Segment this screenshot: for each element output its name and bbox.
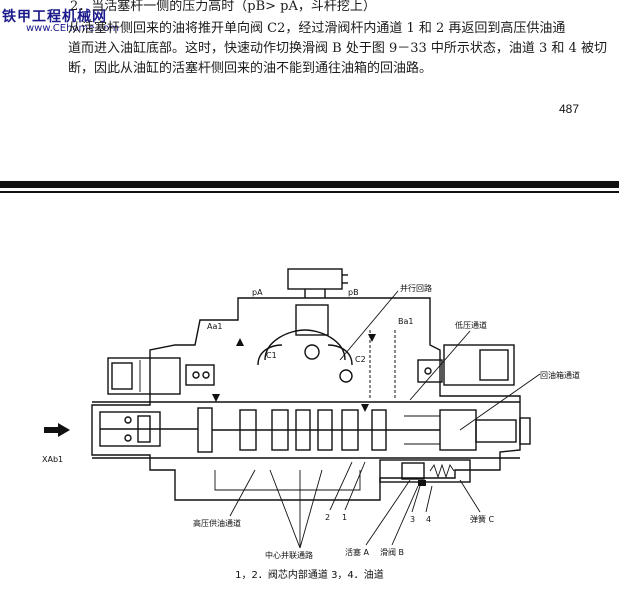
label-return: 回油箱通道 [540, 370, 580, 380]
label-hp-supply: 高压供油通道 [193, 518, 241, 528]
right-end-assembly [404, 409, 531, 451]
label-n3: 3 [410, 515, 415, 524]
paragraph-line-2: 从活塞杆侧回来的油将推开单向阀 C2，经过滑阀杆内通道 1 和 2 再返回到高压… [68, 21, 566, 36]
internal-passages [214, 304, 396, 491]
page-divider-thick [0, 181, 619, 188]
label-spring-c: 弹簧 C [470, 514, 495, 524]
paragraph-line-1: 2．当活塞杆一侧的压力高时（pB> pA，斗杆挖上） [70, 0, 376, 14]
label-piston-a: 活塞 A [345, 547, 370, 557]
left-end-piston [99, 411, 198, 447]
left-solenoid [107, 357, 181, 395]
label-n4: 4 [426, 515, 431, 524]
lower-subassembly [379, 459, 471, 486]
right-solenoid [443, 344, 515, 386]
label-spool-b: 滑阀 B [380, 547, 404, 557]
paragraph-line-3: 道而进入油缸底部。这时，快速动作切换滑阀 B 处于图 9－33 中所示状态，油道… [68, 41, 607, 56]
input-arrow [44, 423, 70, 437]
label-pa: pA [252, 288, 263, 297]
watermark-site-url: www.CEhome.com [26, 23, 119, 34]
figure-caption: 1，2．阀芯内部通道 3，4．油道 [235, 570, 384, 581]
check-valve-c1 [304, 344, 320, 360]
label-xab1: XAb1 [42, 455, 63, 464]
page-divider-thin [0, 191, 619, 193]
label-ba1: Ba1 [398, 317, 413, 326]
label-n1: 1 [342, 513, 347, 522]
label-c1: C1 [266, 351, 277, 360]
flow-arrows [212, 334, 376, 412]
page-number: 487 [559, 102, 580, 116]
watermark-site-name: 铁甲工程机械网 [2, 9, 107, 25]
valve-body-outline [91, 297, 521, 501]
leader-lines [229, 290, 541, 549]
paragraph-line-4: 断，因此从油缸的活塞杆侧回来的油不能到通往油箱的回油路。 [68, 61, 433, 76]
spool-lands [197, 407, 440, 453]
label-aa1: Aa1 [207, 322, 222, 331]
label-low-pressure: 低压通道 [455, 320, 487, 330]
label-parallel: 并行回路 [400, 283, 432, 293]
label-center-bypass: 中心并联通路 [265, 550, 313, 560]
check-valve-c2 [339, 369, 353, 383]
label-c2: C2 [355, 355, 366, 364]
label-pb: pB [348, 288, 359, 297]
label-n2: 2 [325, 513, 330, 522]
valve-cap [287, 268, 343, 290]
